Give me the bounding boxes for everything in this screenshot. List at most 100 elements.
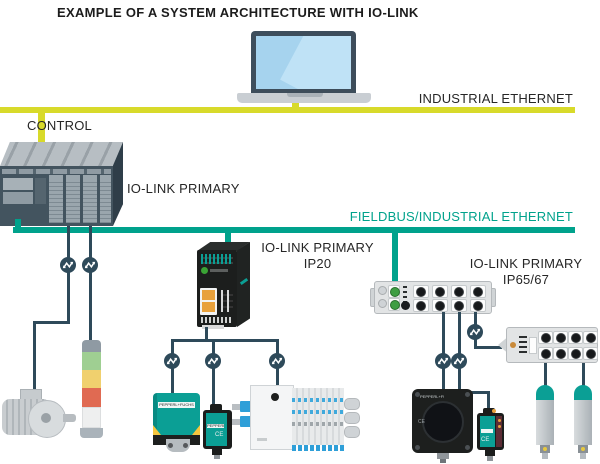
port-slot <box>583 331 598 344</box>
port-slot <box>451 285 467 298</box>
cylinder-cap <box>536 385 554 400</box>
stack-cap <box>82 340 101 352</box>
plc-io-module <box>66 175 80 223</box>
sensor-brand-label: PEPPERL+FUCHS <box>158 402 195 408</box>
ip20-terminal-rows <box>201 254 233 264</box>
port-slot <box>451 299 467 312</box>
square-sensor-body: PEPPERL+FUCHS CE <box>412 389 473 453</box>
sensor-connector-tip <box>214 455 220 459</box>
plc-top-strip <box>2 169 111 174</box>
io-link-connection-icon <box>451 353 467 374</box>
port-slot <box>470 285 486 298</box>
cable <box>33 321 70 324</box>
m12-port <box>541 349 551 359</box>
stack-red-segment <box>82 388 101 407</box>
cable <box>458 391 490 394</box>
m12-port <box>556 349 566 359</box>
laptop-screen <box>256 36 351 89</box>
plc-icon <box>0 142 123 226</box>
plc-io-module <box>100 175 111 223</box>
cylinder-cap <box>574 385 592 400</box>
fieldbus-bus <box>13 227 575 233</box>
cable <box>212 339 215 405</box>
square-sensor-icon: PEPPERL+FUCHS CE <box>412 389 473 464</box>
valve-led-row <box>292 398 344 402</box>
plc-cpu-panel <box>3 178 33 190</box>
stack-green-segment <box>82 352 101 370</box>
ip20-side-face <box>237 242 250 327</box>
stack-light-icon <box>80 340 103 438</box>
io-hub-icon <box>498 327 600 363</box>
m12-port <box>416 287 426 297</box>
plc-cpu-panel2 <box>3 192 33 204</box>
ethernet-port <box>202 290 215 300</box>
io-link-connection-icon <box>82 257 98 278</box>
laptop-notch <box>287 93 323 97</box>
port-slot <box>538 347 553 360</box>
port-slot <box>432 285 448 298</box>
m12-port <box>541 333 551 343</box>
port-slot <box>568 331 583 344</box>
sensor-connector-tip <box>440 459 446 463</box>
port-slot <box>568 347 583 360</box>
sensor-connector <box>437 453 449 459</box>
cylinder-tip <box>580 453 586 459</box>
valve-led-row <box>292 410 344 414</box>
cable <box>474 312 477 325</box>
motor-icon <box>0 388 80 444</box>
m12-port-single <box>401 301 410 310</box>
side-cylinder <box>344 398 360 410</box>
air-fitting <box>240 416 252 427</box>
ip20-master-icon <box>185 242 252 330</box>
port-slot <box>583 347 598 360</box>
valve-slices <box>292 388 344 445</box>
m12-port <box>586 349 596 359</box>
cable <box>205 327 208 341</box>
fieldbus-label: FIELDBUS/INDUSTRIAL ETHERNET <box>349 209 573 224</box>
sensor-label-strip <box>481 429 493 433</box>
cable <box>442 366 445 390</box>
cable <box>442 312 445 354</box>
m12-port <box>473 287 483 297</box>
industrial-ethernet-label: INDUSTRIAL ETHERNET <box>418 91 573 106</box>
screen-glare <box>280 36 351 89</box>
sensor-connector-tip <box>487 456 493 461</box>
port-slot <box>413 299 429 312</box>
plc-front-face <box>0 166 113 226</box>
plc-io-module <box>49 175 63 223</box>
module-body <box>374 281 492 314</box>
cable <box>458 366 461 393</box>
cylinder-tip <box>542 453 548 459</box>
port-slot <box>538 331 553 344</box>
valve-terminal-icon <box>232 383 360 453</box>
ip20-logo-text <box>210 269 228 272</box>
port-slot <box>432 299 448 312</box>
cylinder-led <box>543 447 547 451</box>
ip20-port-frame <box>200 288 217 315</box>
side-cylinder <box>344 426 360 438</box>
ip20-lower-leds <box>201 317 233 323</box>
status-led-left <box>153 425 161 435</box>
ip65-label-line1: IO-LINK PRIMARY <box>469 256 583 271</box>
port-slot <box>470 299 486 312</box>
cylinder-body <box>536 400 554 445</box>
module-screw-port <box>378 286 387 295</box>
cable <box>544 363 547 386</box>
ip65-label-line2: IP65/67 <box>502 272 550 287</box>
cable <box>582 363 585 386</box>
green-port <box>390 300 400 310</box>
ce-mark: CE <box>418 419 425 425</box>
m12-port <box>586 333 596 343</box>
m12-port <box>571 349 581 359</box>
ce-mark: CE <box>215 432 224 438</box>
sensor-connector <box>485 450 495 456</box>
sensor-brand-label: PEPPERL+FUCHS <box>420 395 444 399</box>
port-slot <box>553 347 568 360</box>
pneumatic-pin <box>232 419 242 425</box>
valve-dot-row <box>292 422 344 426</box>
ip65-master-icon <box>370 281 496 314</box>
ip20-label-line1: IO-LINK PRIMARY <box>261 240 374 255</box>
stack-base <box>80 428 103 438</box>
cube-sensor-icon: PEPPERL+FUCHS <box>153 393 200 453</box>
cable <box>474 346 502 349</box>
